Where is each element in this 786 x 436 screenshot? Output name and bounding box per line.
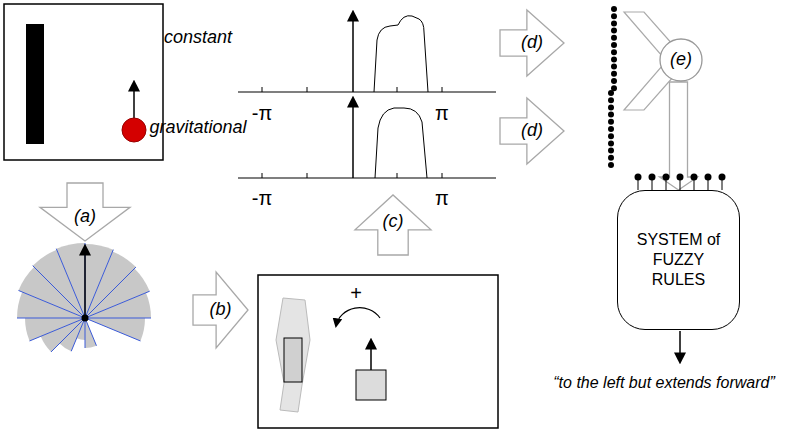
block-arrow — [500, 98, 564, 164]
merge-circle: (e) — [659, 38, 703, 82]
feature-dot — [719, 174, 726, 181]
output-arrow — [679, 331, 681, 362]
axis-line — [238, 91, 496, 92]
step-label: (d) — [521, 121, 543, 141]
feature-dot — [608, 133, 614, 139]
axis-value: π — [435, 187, 449, 209]
feature-dot — [677, 174, 684, 181]
axis-value: π — [435, 102, 449, 124]
feature-dot — [649, 174, 656, 181]
robot-dot — [122, 118, 146, 142]
transform-arrow: (c) — [355, 195, 431, 255]
step-label: (a) — [74, 207, 96, 227]
axis-arrow — [352, 12, 354, 92]
feature-dot — [608, 112, 614, 118]
feature-dot — [611, 42, 617, 48]
feature-dot — [611, 6, 617, 12]
step-label: (b) — [210, 300, 232, 320]
scan-ray — [56, 249, 85, 318]
scan-ray — [30, 318, 85, 341]
scan-wedge — [56, 243, 85, 318]
transform-arrow: (a) — [40, 183, 130, 241]
feature-dot — [608, 126, 614, 132]
transform-arrow: (b) — [193, 272, 248, 348]
feature-dot — [608, 155, 614, 161]
scan-ray — [17, 318, 85, 319]
obstacle-bar — [26, 24, 44, 144]
transform-arrow: (d) — [500, 98, 564, 164]
box-text: SYSTEM of FUZZY RULES — [634, 230, 724, 290]
feature-dot — [705, 174, 712, 181]
feature-dot — [611, 56, 617, 62]
transform-arrow: (d) — [500, 10, 564, 76]
feature-dot — [691, 174, 698, 181]
scan-wedge — [85, 318, 145, 341]
feature-dot — [611, 78, 617, 84]
plot-name: constant — [164, 28, 232, 48]
scan-ray — [85, 267, 136, 318]
axis-ticks — [262, 87, 442, 92]
rule-system-box: SYSTEM of FUZZY RULES — [617, 190, 740, 330]
feature-dot — [608, 140, 614, 146]
scan-ray — [85, 318, 96, 346]
step-label: (d) — [521, 33, 543, 53]
feature-dot — [608, 104, 614, 110]
wall-part — [284, 338, 302, 382]
scene-panel — [4, 4, 163, 160]
step-label: (e) — [670, 50, 692, 70]
histogram-curve — [374, 16, 428, 92]
axis-line — [238, 177, 496, 178]
feature-dot — [611, 49, 617, 55]
feature-dot — [611, 13, 617, 19]
block-arrow — [40, 183, 130, 241]
center-dot — [82, 315, 89, 322]
wall-segment — [276, 298, 310, 412]
feature-dot — [663, 174, 670, 181]
feature-dot — [611, 20, 617, 26]
block-arrow — [500, 10, 564, 76]
rotation-arrow — [336, 308, 380, 326]
axis-arrow — [352, 98, 354, 178]
plot-name: gravitational — [149, 118, 246, 138]
block-connector — [660, 82, 698, 190]
heading-arrow — [133, 82, 135, 118]
heading-arrow — [370, 340, 372, 370]
feature-dot — [608, 119, 614, 125]
scan-ray — [85, 318, 151, 319]
axis-value: -π — [252, 187, 272, 209]
feature-dot — [608, 97, 614, 103]
feature-dot — [611, 64, 617, 70]
scan-ray — [51, 318, 85, 352]
scan-wedge — [25, 318, 85, 341]
feature-dot — [611, 28, 617, 34]
heading-arrow — [84, 246, 86, 318]
rotation-sign: + — [350, 282, 362, 304]
scan-ray — [85, 318, 86, 348]
axis-value: -π — [252, 102, 272, 124]
polar-scan — [17, 243, 151, 352]
feature-dot — [608, 162, 614, 168]
scan-ray — [85, 243, 86, 318]
axis-ticks — [262, 173, 442, 178]
block-arrow — [355, 195, 431, 255]
histogram-curve — [375, 108, 427, 178]
feature-dot — [635, 174, 642, 181]
segment-panel — [258, 275, 498, 428]
block-arrow — [193, 272, 248, 348]
robot-square — [356, 370, 386, 400]
feature-dot — [608, 148, 614, 154]
scan-ray — [33, 266, 85, 318]
feature-dot — [611, 35, 617, 41]
output-text: “to the left but extends forward” — [553, 374, 774, 392]
circle-outline — [660, 39, 702, 81]
step-label: (c) — [383, 212, 404, 232]
feature-dot — [608, 90, 614, 96]
scan-ray — [85, 291, 150, 318]
feature-dot — [611, 71, 617, 77]
